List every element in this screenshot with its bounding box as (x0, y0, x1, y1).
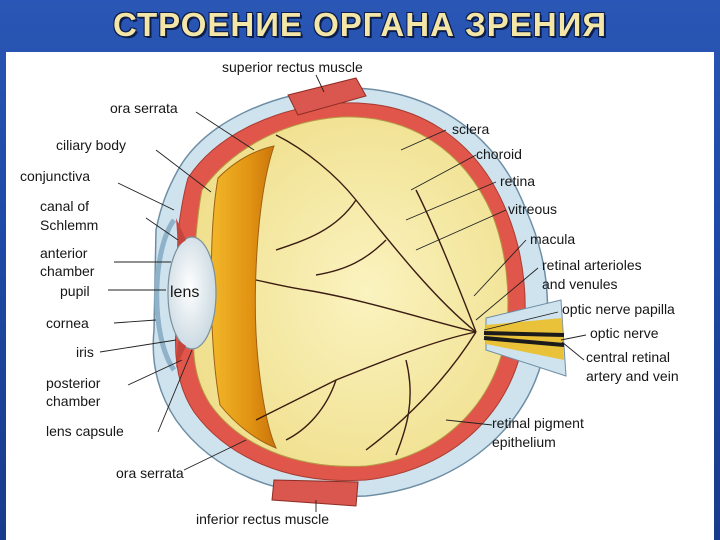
label-anterior-chamber-1: anterior (40, 245, 88, 261)
label-ciliary-body: ciliary body (56, 137, 126, 153)
label-ora-serrata-bottom: ora serrata (116, 465, 184, 481)
label-cornea: cornea (46, 315, 89, 331)
label-ora-serrata-top: ora serrata (110, 100, 178, 116)
diagram-panel: superior rectus muscle ora serrata cilia… (6, 52, 714, 540)
label-optic-nerve-papilla: optic nerve papilla (562, 301, 675, 317)
label-macula: macula (530, 231, 575, 247)
label-retinal-pigment-2: epithelium (492, 434, 556, 450)
label-iris: iris (76, 344, 94, 360)
label-lens: lens (170, 284, 199, 301)
label-optic-nerve: optic nerve (590, 325, 659, 341)
label-retina: retina (500, 173, 535, 189)
label-retinal-arterioles-2: and venules (542, 276, 618, 292)
label-lens-capsule: lens capsule (46, 423, 124, 439)
label-posterior-chamber-2: chamber (46, 393, 101, 409)
label-retinal-pigment-1: retinal pigment (492, 415, 584, 431)
label-anterior-chamber-2: chamber (40, 263, 95, 279)
label-central-retinal-1: central retinal (586, 349, 670, 365)
label-pupil: pupil (60, 283, 90, 299)
label-posterior-chamber-1: posterior (46, 375, 101, 391)
label-sclera: sclera (452, 121, 490, 137)
inferior-rectus-muscle-shape (272, 480, 358, 506)
label-conjunctiva: conjunctiva (20, 168, 90, 184)
slide-title: СТРОЕНИЕ ОРГАНА ЗРЕНИЯ (0, 6, 720, 44)
label-central-retinal-2: artery and vein (586, 368, 679, 384)
label-choroid: choroid (476, 146, 522, 162)
label-inferior-rectus-muscle: inferior rectus muscle (196, 511, 329, 527)
eye-diagram: superior rectus muscle ora serrata cilia… (6, 52, 714, 540)
label-superior-rectus-muscle: superior rectus muscle (222, 59, 363, 75)
label-retinal-arterioles-1: retinal arterioles (542, 257, 642, 273)
label-canal-of-schlemm-1: canal of (40, 198, 89, 214)
label-vitreous: vitreous (508, 201, 557, 217)
label-canal-of-schlemm-2: Schlemm (40, 217, 98, 233)
